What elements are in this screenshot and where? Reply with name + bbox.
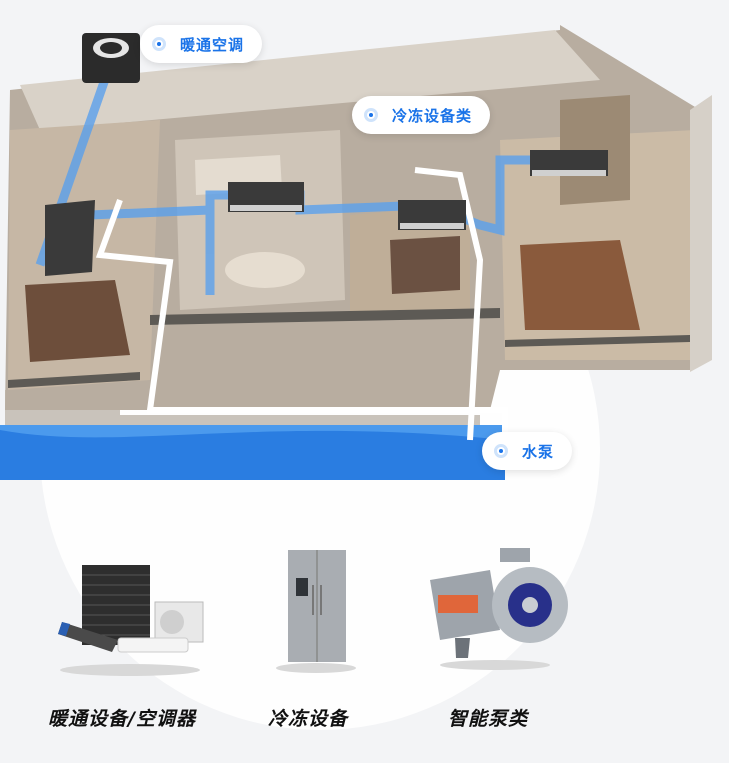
apartment-scene	[0, 25, 712, 480]
location-dot-icon	[152, 37, 166, 51]
hvac-unit-icon	[58, 565, 204, 676]
location-dot-icon	[494, 444, 508, 458]
water-pipes	[95, 167, 508, 441]
bed-left	[25, 280, 130, 362]
callout-pump-label: 水泵	[522, 442, 555, 461]
location-dot-icon	[364, 108, 378, 122]
product-label-hvac: 暖通设备/空调器	[48, 708, 196, 730]
callout-pump: 水泵	[482, 432, 573, 470]
product-label-pump: 智能泵类	[448, 708, 529, 730]
callout-hvac: 暖通空调	[140, 25, 263, 63]
pump-icon	[430, 548, 568, 670]
callout-refrigeration-label: 冷冻设备类	[392, 106, 473, 125]
refrigerator-icon	[276, 550, 356, 673]
water-band	[0, 425, 505, 480]
product-label-refrigeration: 冷冻设备	[268, 708, 349, 730]
callout-refrigeration: 冷冻设备类	[352, 96, 491, 134]
product-images	[58, 548, 568, 676]
bed-right	[520, 240, 640, 330]
product-labels: 暖通设备/空调器 冷冻设备 智能泵类	[0, 700, 729, 740]
ceiling-ac-units	[45, 150, 608, 276]
callout-hvac-label: 暖通空调	[180, 35, 245, 54]
outdoor-unit	[82, 33, 140, 83]
